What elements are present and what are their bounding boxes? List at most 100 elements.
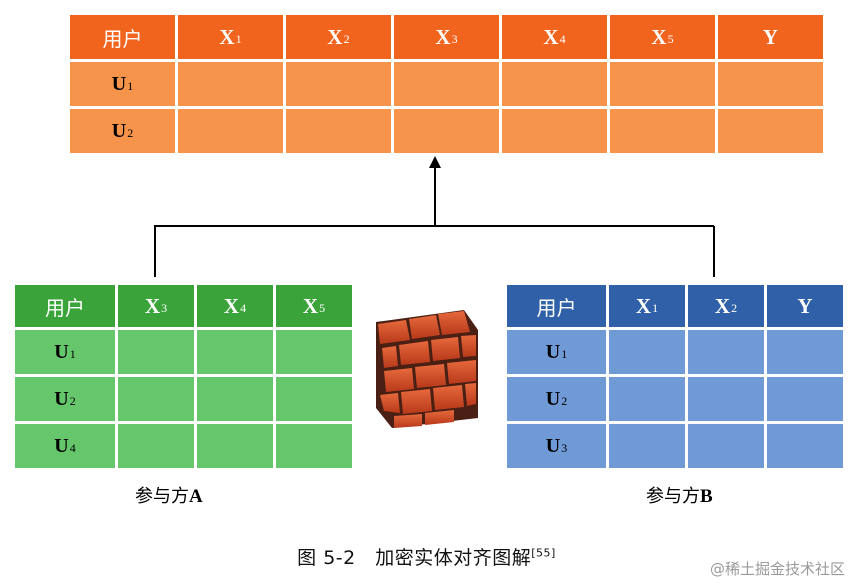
cell-subscript: 1 [652, 300, 659, 315]
cell-text: X [635, 293, 652, 318]
cell-text: 用户 [536, 295, 577, 320]
cell-text: X [714, 293, 731, 318]
arrow-up-icon [429, 156, 441, 168]
data-cell [286, 109, 391, 153]
party-a-letter: A [189, 486, 203, 507]
data-cell [609, 330, 685, 374]
data-cell [276, 424, 352, 468]
party-b-label: 参与方B [646, 482, 713, 508]
cell-text: X [543, 24, 559, 49]
cell-text: U [545, 434, 561, 457]
cell-text: 用户 [102, 26, 143, 51]
cell-text: U [545, 387, 561, 410]
data-cell [609, 424, 685, 468]
cell-subscript: 4 [240, 300, 247, 315]
cell-subscript: 1 [127, 78, 134, 93]
cell-text: U [111, 72, 127, 95]
cell-subscript: 2 [561, 393, 568, 408]
data-cell [178, 109, 283, 153]
cell-subscript: 3 [451, 31, 458, 46]
header-user: 用户 [15, 285, 115, 327]
caption-text: 图 5-2 加密实体对齐图解 [297, 547, 532, 569]
data-cell [394, 109, 499, 153]
data-cell [688, 424, 764, 468]
data-cell [767, 377, 843, 421]
cell-subscript: 1 [69, 346, 76, 361]
data-cell [767, 424, 843, 468]
cell-text: X [302, 293, 319, 318]
data-cell [688, 377, 764, 421]
cell-text: X [223, 293, 240, 318]
data-cell [502, 109, 607, 153]
cell-subscript: 4 [69, 440, 76, 455]
header-y: Y [767, 285, 843, 327]
watermark: @稀土掘金技术社区 [709, 560, 845, 578]
cell-text: Y [762, 24, 779, 49]
cell-text: X [219, 24, 235, 49]
header-user: 用户 [70, 15, 175, 59]
data-cell [197, 330, 273, 374]
party-b-label-text: 参与方 [646, 486, 700, 507]
cell-subscript: 4 [559, 31, 566, 46]
cell-subscript: 2 [69, 393, 76, 408]
cell-text: U [54, 434, 69, 457]
party-a-label-text: 参与方 [135, 486, 189, 507]
cell-text: U [545, 340, 561, 363]
data-cell [276, 377, 352, 421]
connector-up-vertical [434, 166, 436, 226]
cell-subscript: 2 [343, 31, 350, 46]
cell-subscript: 1 [561, 346, 568, 361]
data-cell [609, 377, 685, 421]
data-cell [394, 62, 499, 106]
data-cell [276, 330, 352, 374]
cell-subscript: 2 [127, 125, 134, 140]
data-cell [688, 330, 764, 374]
cell-text: U [54, 387, 69, 410]
cell-subscript: 5 [667, 31, 674, 46]
data-cell [118, 377, 194, 421]
connector-left-vertical [154, 226, 156, 277]
party-a-label: 参与方A [135, 482, 203, 508]
figure-caption: 图 5-2 加密实体对齐图解[55] [0, 543, 853, 570]
data-cell [118, 330, 194, 374]
cell-text: U [111, 119, 127, 142]
header-y: Y [718, 15, 823, 59]
cell-text: X [651, 24, 667, 49]
cell-subscript: 2 [731, 300, 738, 315]
data-cell [610, 109, 715, 153]
data-cell [118, 424, 194, 468]
data-cell [718, 62, 823, 106]
cell-text: U [54, 340, 69, 363]
cell-text: 用户 [45, 295, 85, 320]
cell-text: X [435, 24, 451, 49]
cell-subscript: 3 [161, 300, 168, 315]
data-cell [197, 424, 273, 468]
brick-wall-icon [376, 310, 478, 428]
data-cell [610, 62, 715, 106]
cell-text: X [144, 293, 161, 318]
header-user: 用户 [507, 285, 606, 327]
data-cell [286, 62, 391, 106]
cell-subscript: 3 [561, 440, 568, 455]
caption-reference: [55] [531, 546, 556, 560]
cell-subscript: 1 [235, 31, 242, 46]
data-cell [718, 109, 823, 153]
data-cell [502, 62, 607, 106]
data-cell [767, 330, 843, 374]
